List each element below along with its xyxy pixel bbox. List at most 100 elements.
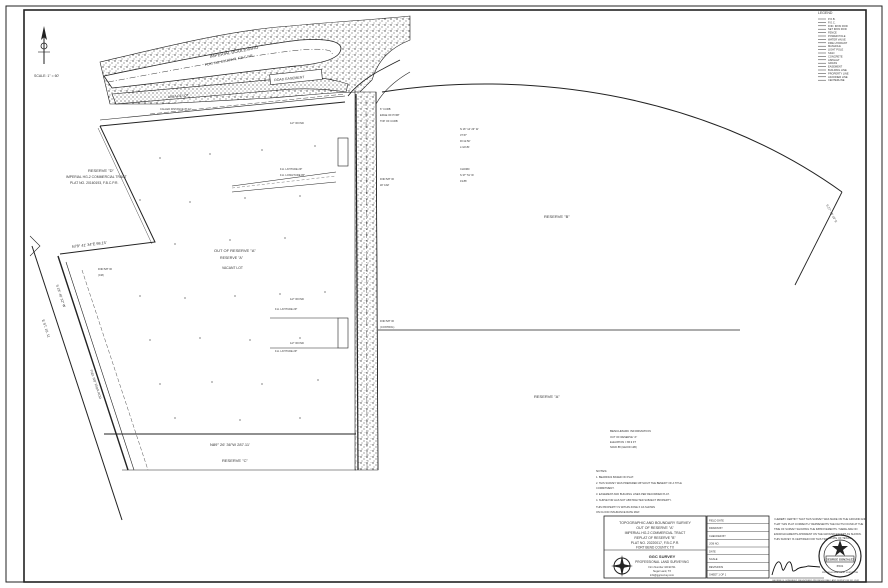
- scale-label: SCALE: 1" = 60': [34, 74, 59, 78]
- utility-box-lower: [337, 317, 349, 349]
- title-line-2: OUT OF RESERVE "A": [636, 526, 674, 530]
- sheet-inner-border: [23, 9, 867, 583]
- north-tract-label: AREA OF LOT: [168, 93, 189, 99]
- cert-line-3: TIME OF SURVEY SHOWING THE IMPROVEMENTS.…: [774, 527, 858, 531]
- west-bearing-label: N78° 41' 34"E 98.15': [72, 241, 107, 249]
- surveyor-seal-icon: STATE OF TEXAS GEORGE GONZALEZ 6531 PROF…: [818, 534, 862, 578]
- notes-line-7: THIS PROPERTY IS WITHIN ZONE X AS SHOWN: [596, 505, 655, 509]
- svg-text:R=12.50': R=12.50': [460, 139, 471, 143]
- corridor-curve: [347, 59, 401, 97]
- signer-label: GEORGE G. GONZALEZ, REGISTERED PROFESSIO…: [772, 579, 860, 582]
- legend-item: PROPERTY LINE: [828, 71, 849, 75]
- company-small-3: info@ggcsurvey.com: [650, 573, 674, 577]
- notes-block: NOTES: 1. BEARINGS BASED ON PLAT. 2. THI…: [596, 469, 682, 514]
- west-corner-tick: [29, 235, 41, 257]
- benchmark-line-2: ELEVATION = 86.9 FT: [610, 440, 636, 444]
- legend-item: LIGHT POLE: [828, 48, 844, 52]
- west-road-line-4: [81, 269, 149, 471]
- svg-text:(CM): (CM): [98, 273, 104, 277]
- legend-item: CONCRETE: [828, 54, 843, 58]
- title-line-1: TOPOGRAPHIC AND BOUNDARY SURVEY: [619, 521, 691, 525]
- title-line-6: FORT BEND COUNTY, TX: [636, 546, 675, 550]
- legend-item: ADJOINER LINE: [828, 75, 848, 79]
- svg-text:F.H. LATITUDE 29°: F.H. LATITUDE 29°: [280, 167, 302, 171]
- notes-line-1: 1. BEARINGS BASED ON PLAT.: [596, 475, 634, 479]
- seal-name-text: GEORGE GONZALEZ: [826, 558, 855, 562]
- north-easement-line: [149, 93, 346, 115]
- legend-item: ASPHALT: [828, 58, 840, 62]
- reserve-a-center-title: OUT OF RESERVE "A": [214, 248, 256, 253]
- svg-text:1/2" IR FND: 1/2" IR FND: [290, 341, 304, 345]
- legend-item: WATER VALVE: [828, 37, 846, 41]
- reserve-a-right-label: RESERVE "A": [534, 394, 560, 399]
- legend-item: SET IRON ROD: [828, 27, 847, 31]
- svg-text:37.57': 37.57': [460, 133, 467, 137]
- north-arrow-icon: [38, 26, 50, 64]
- drive-line-upper-3: [231, 175, 337, 189]
- corridor-annotations: 6" CURB EDGE OF PVMT TOP OF CURB FND 5/8" …: [98, 107, 479, 353]
- imperial-boulevard-road: [103, 39, 342, 89]
- info-row-label: DATE: [709, 549, 716, 553]
- notes-line-4: 3. EASEMENT AND BUILDING LINES PER RECOR…: [596, 492, 670, 496]
- legend-item: MANHOLE: [828, 44, 841, 48]
- notes-line-2: 2. THIS SURVEY WAS PREPARED WITHOUT THE …: [596, 481, 682, 485]
- road-label-box: [269, 68, 323, 86]
- svg-text:1/2" IR FND: 1/2" IR FND: [290, 297, 304, 301]
- legend-item: BUILDING LINE: [828, 68, 847, 72]
- title-line-4: REPLAT OF RESERVE "B": [634, 536, 676, 540]
- benchmark-line-3: NAVD 88 (GEOID 12B): [610, 445, 637, 449]
- reserve-d-line2: PLAT NO. 20160193, F.B.C.P.R.: [70, 181, 118, 185]
- svg-text:W/ CAP: W/ CAP: [380, 183, 389, 187]
- benchmark-block: BENCHMARK INFORMATION OUT OF RESERVE "A"…: [610, 429, 651, 449]
- notes-line-5: 4. SURVEYOR HAS NOT ABSTRACTED SUBJECT P…: [596, 498, 672, 502]
- svg-text:EDGE OF PVMT: EDGE OF PVMT: [380, 113, 400, 117]
- svg-text:F.H. LONGITUDE 95°: F.H. LONGITUDE 95°: [280, 173, 305, 177]
- legend-title: LEGEND: [818, 11, 833, 15]
- legend-item: P.O.C.: [828, 20, 836, 24]
- certification-block: I HEREBY CERTIFY THAT THIS SURVEY WAS MA…: [774, 517, 867, 541]
- spot-elevations: [139, 145, 326, 421]
- info-row-label: FIELD DATE: [709, 518, 724, 522]
- reserve-a-center-line2: VACANT LOT: [222, 266, 243, 270]
- company-logo-icon: [611, 555, 633, 577]
- svg-text:N 16° 14' 23" W: N 16° 14' 23" W: [460, 127, 479, 131]
- cert-line-5: THIS SURVEY IS CERTIFIED FOR THIS TRANSA…: [774, 537, 849, 541]
- info-row-label: SCALE: [709, 557, 718, 561]
- reserve-a-center-line1: RESERVE "A": [220, 256, 244, 260]
- east-easement-line: [375, 91, 379, 471]
- svg-text:(CONTROL): (CONTROL): [380, 325, 395, 329]
- svg-text:FND 5/8" IR: FND 5/8" IR: [380, 177, 394, 181]
- info-row-label: JOB NO.: [709, 542, 720, 546]
- signature-scribble: [771, 561, 821, 576]
- west-road-line-3: [65, 261, 135, 471]
- notes-title: NOTES:: [596, 469, 607, 473]
- svg-text:CALLED DISTANCE 87.10': CALLED DISTANCE 87.10': [160, 107, 192, 111]
- road-centerline: [107, 48, 333, 83]
- legend-item: EASEMENT: [828, 65, 843, 69]
- company-name: GGC SURVEY: [649, 554, 676, 559]
- west-road-line-2: [57, 255, 129, 471]
- west-parallel-line: [97, 127, 153, 245]
- reserve-b-label: RESERVE "B": [544, 214, 570, 219]
- legend-item: SIGN: [828, 51, 834, 55]
- cert-line-1: I HEREBY CERTIFY THAT THIS SURVEY WAS MA…: [774, 517, 867, 521]
- west-road-call-a: S 18° 46' 32" W: [55, 284, 66, 309]
- legend-item: FND. IRON ROD: [828, 24, 848, 28]
- svg-text:6" CURB: 6" CURB: [380, 107, 391, 111]
- seal-number-text: 6531: [837, 564, 844, 568]
- drive-line-upper-1: [231, 171, 337, 187]
- svg-text:1/2" IR FND: 1/2" IR FND: [290, 121, 304, 125]
- legend-item: CENTERLINE: [828, 78, 845, 82]
- info-row-label: REVISIONS: [709, 565, 723, 569]
- svg-text:F.H. LATITUDE 29°: F.H. LATITUDE 29°: [275, 349, 297, 353]
- svg-text:TOP OF CURB: TOP OF CURB: [380, 119, 398, 123]
- benchmark-line-1: OUT OF RESERVE "A": [610, 435, 637, 439]
- svg-text:L=22.81': L=22.81': [460, 145, 470, 149]
- seal-bottom-text: PROFESSIONAL LAND SURVEYOR: [822, 571, 859, 574]
- arc-call-label: S 27° 35' 10" E: [825, 204, 838, 224]
- svg-text:S 37° 51' W: S 37° 51' W: [460, 173, 474, 177]
- reserve-c-label: RESERVE "C": [222, 458, 248, 463]
- reserve-d-line1: IMPERIAL HG-2 COMMERCIAL TRACT: [66, 175, 127, 179]
- legend-item: P.O.B.: [828, 17, 836, 21]
